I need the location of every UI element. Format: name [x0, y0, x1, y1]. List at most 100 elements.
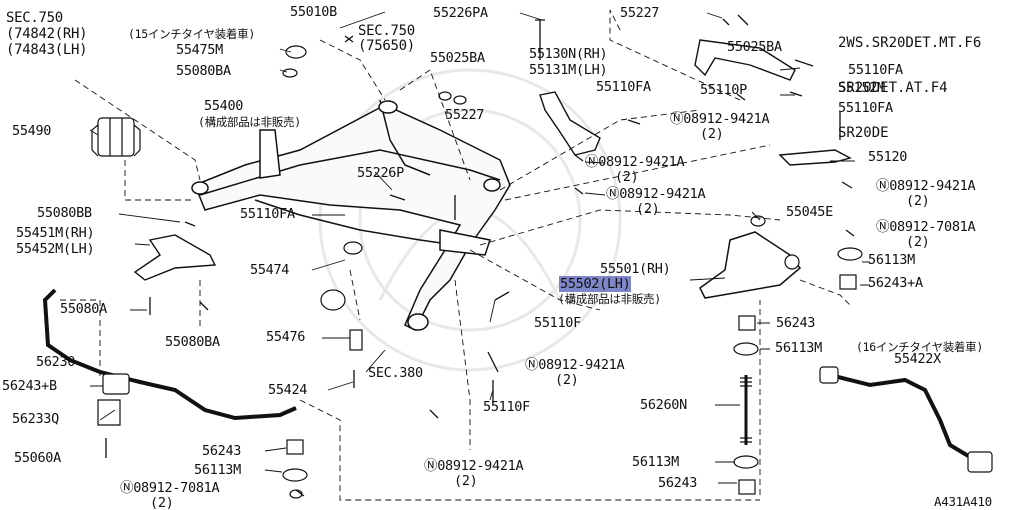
n-mark-icon: Ⓝ [525, 357, 539, 373]
part-08912-9421a-center2[interactable]: Ⓝ08912-9421A(2) [606, 186, 706, 217]
quantity: (2) [700, 126, 724, 142]
leader-lines [89, 11, 870, 484]
part-56233q[interactable]: 56233Q [12, 411, 59, 427]
diagram-code: A431A410 [934, 494, 992, 509]
part-55452m[interactable]: 55452M(LH) [16, 241, 95, 257]
tire15-note: (15インチタイヤ装着車) [128, 27, 255, 41]
part-55475m[interactable]: 55475M [176, 42, 223, 58]
part-number: 08912-9421A [683, 111, 770, 127]
part-55226pa[interactable]: 55226PA [433, 5, 488, 21]
model-applicability: 2WS.SR20DET.MT.F6 SR20DET.AT.F4 SR20DE [838, 6, 981, 156]
part-55227-top[interactable]: 55227 [620, 5, 660, 21]
quantity: (2) [615, 169, 639, 185]
part-55045e[interactable]: 55045E [786, 204, 833, 220]
part-55422x[interactable]: 55422X [894, 351, 941, 367]
quantity: (2) [454, 473, 478, 489]
part-55110fa-top[interactable]: 55110FA [848, 62, 903, 78]
part-56243a[interactable]: 56243+A [868, 275, 923, 291]
part-55226p[interactable]: 55226P [357, 165, 404, 181]
part-56113m-bottom-left[interactable]: 56113M [194, 462, 241, 478]
quantity: (2) [906, 234, 930, 250]
part-55476[interactable]: 55476 [266, 329, 306, 345]
quantity: (2) [906, 193, 930, 209]
n-mark-icon: Ⓝ [120, 480, 134, 496]
part-55501[interactable]: 55501(RH) [600, 261, 671, 277]
not-sold-note-55400: (構成部品は非販売) [198, 115, 301, 129]
upper-link-55130n [539, 91, 601, 156]
part-55152m[interactable]: 55152M [838, 80, 885, 96]
part-56260n[interactable]: 56260N [640, 397, 687, 413]
sec750-rh: (74842(RH) [6, 26, 88, 42]
part-55080bb[interactable]: 55080BB [37, 205, 92, 221]
part-56243-bottom-left[interactable]: 56243 [202, 443, 242, 459]
part-55120[interactable]: 55120 [868, 149, 908, 165]
quantity: (2) [150, 495, 174, 510]
connecting-rod-56260n [740, 375, 752, 445]
member-bushing-55490 [91, 117, 141, 157]
part-55424[interactable]: 55424 [268, 382, 308, 398]
part-55080a[interactable]: 55080A [60, 301, 107, 317]
part-55110f-lower[interactable]: 55110F [483, 399, 530, 415]
part-55110fa-upper-center[interactable]: 55110FA [596, 79, 651, 95]
part-08912-7081a-right[interactable]: Ⓝ08912-7081A(2) [876, 219, 976, 250]
part-55474[interactable]: 55474 [250, 262, 290, 278]
sec750-lh: (74843(LH) [6, 42, 88, 58]
part-08912-9421a-right[interactable]: Ⓝ08912-9421A(2) [876, 178, 976, 209]
part-08912-9421a-center1[interactable]: Ⓝ08912-9421A(2) [585, 154, 685, 185]
part-number: 08912-9421A [889, 178, 976, 194]
part-56230[interactable]: 56230 [36, 354, 76, 370]
part-55130n[interactable]: 55130N(RH) [529, 46, 608, 62]
part-55110fa-right[interactable]: 55110FA [838, 100, 893, 116]
part-number: 08912-9421A [619, 186, 706, 202]
upper-link-55110p [694, 39, 796, 81]
selected-highlight: 55502(LH) [559, 276, 632, 292]
part-08912-9421a-lower[interactable]: Ⓝ08912-9421A(2) [525, 357, 625, 388]
part-55110fa-center[interactable]: 55110FA [240, 206, 295, 222]
part-55227-center[interactable]: 55227 [445, 107, 485, 123]
tire16-note: (16インチタイヤ装着車) [856, 340, 983, 354]
not-sold-note-55501: (構成部品は非販売) [558, 292, 661, 306]
part-08912-7081a-bottom[interactable]: Ⓝ08912-7081A(2) [120, 480, 220, 510]
part-number: 08912-7081A [889, 219, 976, 235]
model-line-2: SR20DET.AT.F4 [838, 80, 948, 96]
rear-suspension-member [191, 99, 511, 332]
part-55025ba-right[interactable]: 55025BA [727, 39, 782, 55]
sec750-reference-top[interactable]: SEC.750 (75650) [358, 24, 415, 54]
part-56243b[interactable]: 56243+B [2, 378, 57, 394]
sec750-label: SEC.750 [6, 10, 63, 26]
stabilizer-clamp [97, 399, 121, 426]
part-56243-right[interactable]: 56243 [776, 315, 816, 331]
part-08912-9421a-upper[interactable]: Ⓝ08912-9421A(2) [670, 111, 770, 142]
part-55060a[interactable]: 55060A [14, 450, 61, 466]
rear-link-55451m [133, 234, 217, 281]
sec750-reference-left[interactable]: SEC.750 (74842(RH) (74843(LH) [6, 10, 88, 58]
part-55110f-center[interactable]: 55110F [534, 315, 581, 331]
lower-arm-55501 [699, 231, 802, 299]
part-55080ba-bottom[interactable]: 55080BA [165, 334, 220, 350]
part-08912-9421a-bottom[interactable]: Ⓝ08912-9421A(2) [424, 458, 524, 489]
part-number: 08912-9421A [538, 357, 625, 373]
part-55010b[interactable]: 55010B [290, 4, 337, 20]
n-mark-icon: Ⓝ [606, 186, 620, 202]
part-56113m-bottom[interactable]: 56113M [632, 454, 679, 470]
part-55451m[interactable]: 55451M(RH) [16, 225, 95, 241]
part-55502[interactable]: 55502(LH) [559, 276, 632, 292]
dashed-guides [60, 9, 851, 501]
part-55080ba-top[interactable]: 55080BA [176, 63, 231, 79]
model-line-1: 2WS.SR20DET.MT.F6 [838, 35, 982, 51]
part-number: 08912-9421A [437, 458, 524, 474]
part-55110p[interactable]: 55110P [700, 82, 747, 98]
sec380-reference[interactable]: SEC.380 [368, 365, 423, 381]
sec750-top-label: SEC.750 [358, 23, 415, 39]
part-56113m-right[interactable]: 56113M [868, 252, 915, 268]
part-55490[interactable]: 55490 [12, 123, 52, 139]
part-55400[interactable]: 55400 [204, 98, 244, 114]
part-56243-bottom[interactable]: 56243 [658, 475, 698, 491]
part-55025ba-center[interactable]: 55025BA [430, 50, 485, 66]
part-56113m-middle[interactable]: 56113M [775, 340, 822, 356]
part-55131m[interactable]: 55131M(LH) [529, 62, 608, 78]
part-number: 08912-9421A [598, 154, 685, 170]
sec750-top-code: (75650) [358, 38, 415, 54]
